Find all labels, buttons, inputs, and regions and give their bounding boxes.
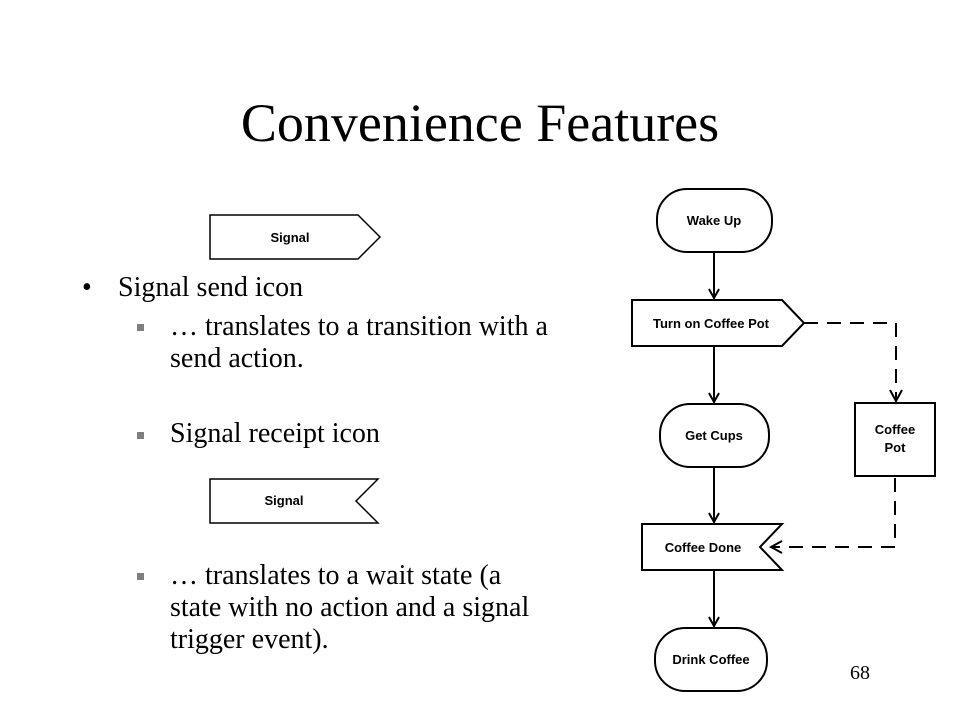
page-number: 68 [850, 662, 870, 684]
sub-bullet-marker [137, 432, 144, 439]
signal-receipt-icon: Signal [209, 478, 380, 524]
slide-title: Convenience Features [240, 93, 720, 153]
node-wake-up: Wake Up [656, 188, 773, 253]
node-coffee-pot-label-2: Pot [885, 440, 907, 455]
node-drink-coffee: Drink Coffee [654, 627, 768, 692]
sub-bullet-receipt: Signal receipt icon [170, 418, 380, 449]
object-flow-arrowhead [889, 389, 903, 404]
node-turn-on-coffee-pot: Turn on Coffee Pot [631, 299, 806, 347]
sub-bullet-send-line2: send action. [170, 343, 304, 374]
node-wake-up-label: Wake Up [687, 213, 741, 228]
node-coffee-pot-label-1: Coffee [875, 422, 915, 437]
sub-bullet-wait-line2: state with no action and a signal [170, 592, 530, 623]
signal-send-label: Signal [270, 230, 309, 245]
node-get-cups: Get Cups [659, 403, 770, 468]
node-turn-on-label: Turn on Coffee Pot [653, 316, 770, 331]
bullet-signal-send: Signal send icon [118, 272, 304, 303]
node-get-cups-label: Get Cups [685, 428, 743, 443]
sub-bullet-wait-line3: trigger event). [170, 624, 329, 655]
signal-receipt-label: Signal [264, 493, 303, 508]
node-coffee-done: Coffee Done [641, 523, 785, 571]
signal-send-icon: Signal [209, 214, 382, 260]
node-coffee-pot: Coffee Pot [854, 402, 936, 477]
node-coffee-done-label: Coffee Done [665, 540, 742, 555]
object-flow-dashed [804, 322, 897, 401]
bullet-dot: • [82, 272, 92, 303]
sub-bullet-wait-line1: … translates to a wait state (a [170, 560, 502, 591]
object-flow-arrowhead [768, 540, 783, 554]
object-flow-dashed [772, 478, 896, 548]
sub-bullet-marker [137, 573, 144, 580]
sub-bullet-send-line1: … translates to a transition with a [170, 311, 548, 342]
sub-bullet-marker [137, 324, 144, 331]
node-drink-coffee-label: Drink Coffee [672, 652, 749, 667]
